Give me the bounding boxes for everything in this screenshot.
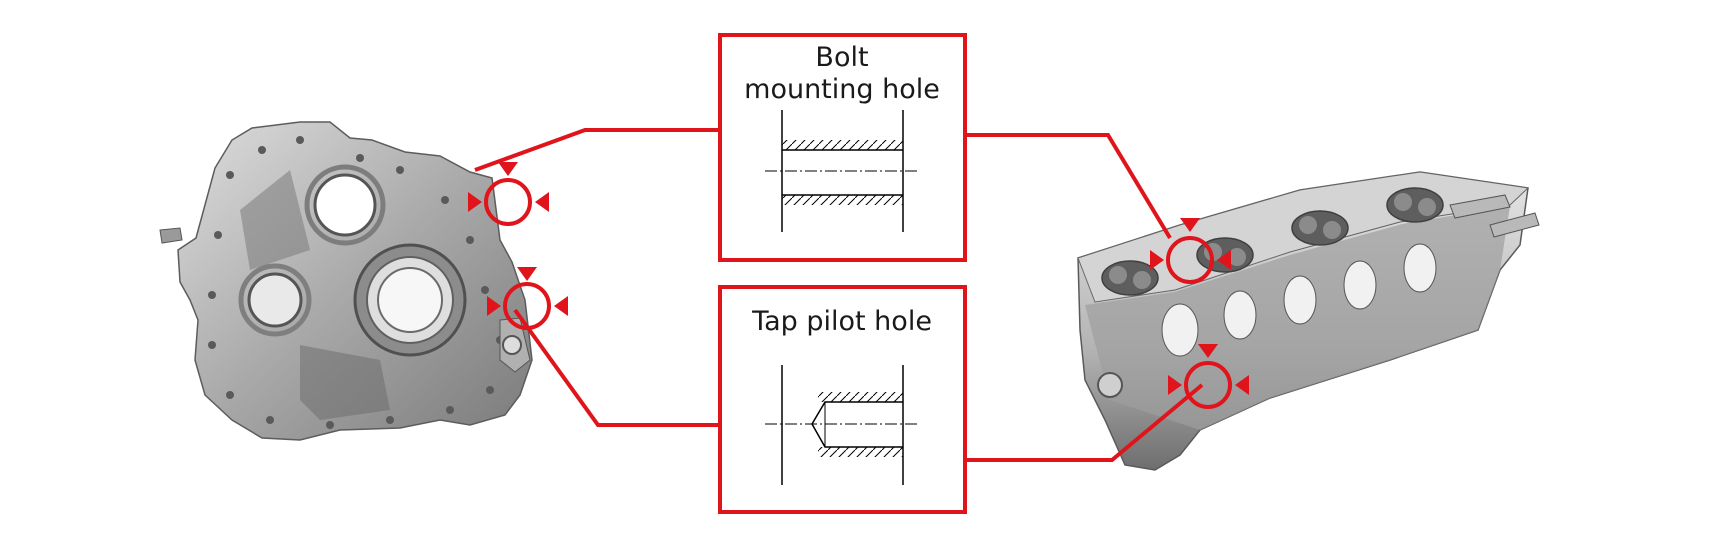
target-marker-left-top (468, 162, 549, 226)
location-marker-triangle-icon (535, 192, 549, 212)
connector-left-top (474, 128, 720, 172)
target-circle-icon (1184, 361, 1232, 409)
location-marker-triangle-icon (554, 296, 568, 316)
connector-left-bottom (513, 308, 720, 427)
target-circle-icon (1166, 236, 1214, 284)
timing-cover-casting-image (159, 121, 533, 441)
cylinder-head-casting-image (1077, 171, 1540, 471)
target-marker-right-top (1150, 218, 1231, 284)
location-marker-triangle-icon (1198, 344, 1218, 358)
connector-right-bottom (965, 383, 1204, 462)
callout-title-line2: mounting hole (744, 74, 940, 105)
location-marker-triangle-icon (1235, 375, 1249, 395)
target-marker-right-bottom (1168, 344, 1249, 409)
target-marker-left-bottom (487, 267, 568, 330)
callout-title: Tap pilot hole (751, 306, 932, 337)
callout-title-line1: Bolt (815, 42, 868, 73)
location-marker-triangle-icon (1150, 250, 1164, 270)
through-hole-cross-section-drawing (765, 110, 920, 232)
location-marker-triangle-icon (1168, 375, 1182, 395)
location-marker-triangle-icon (498, 162, 518, 176)
callout-frame (718, 33, 967, 262)
callout-box-bolt-mounting-hole: Bolt mounting hole (718, 33, 967, 262)
callout-box-tap-pilot-hole: Tap pilot hole (718, 285, 967, 514)
location-marker-triangle-icon (1217, 250, 1231, 270)
location-marker-triangle-icon (487, 296, 501, 316)
blind-hole-cross-section-drawing (765, 365, 920, 485)
target-circle-icon (484, 178, 532, 226)
target-circle-icon (503, 282, 551, 330)
location-marker-triangle-icon (1180, 218, 1200, 232)
location-marker-triangle-icon (517, 267, 537, 281)
callout-connector-lines (474, 128, 1204, 462)
connector-right-top (965, 133, 1172, 240)
location-marker-triangle-icon (468, 192, 482, 212)
